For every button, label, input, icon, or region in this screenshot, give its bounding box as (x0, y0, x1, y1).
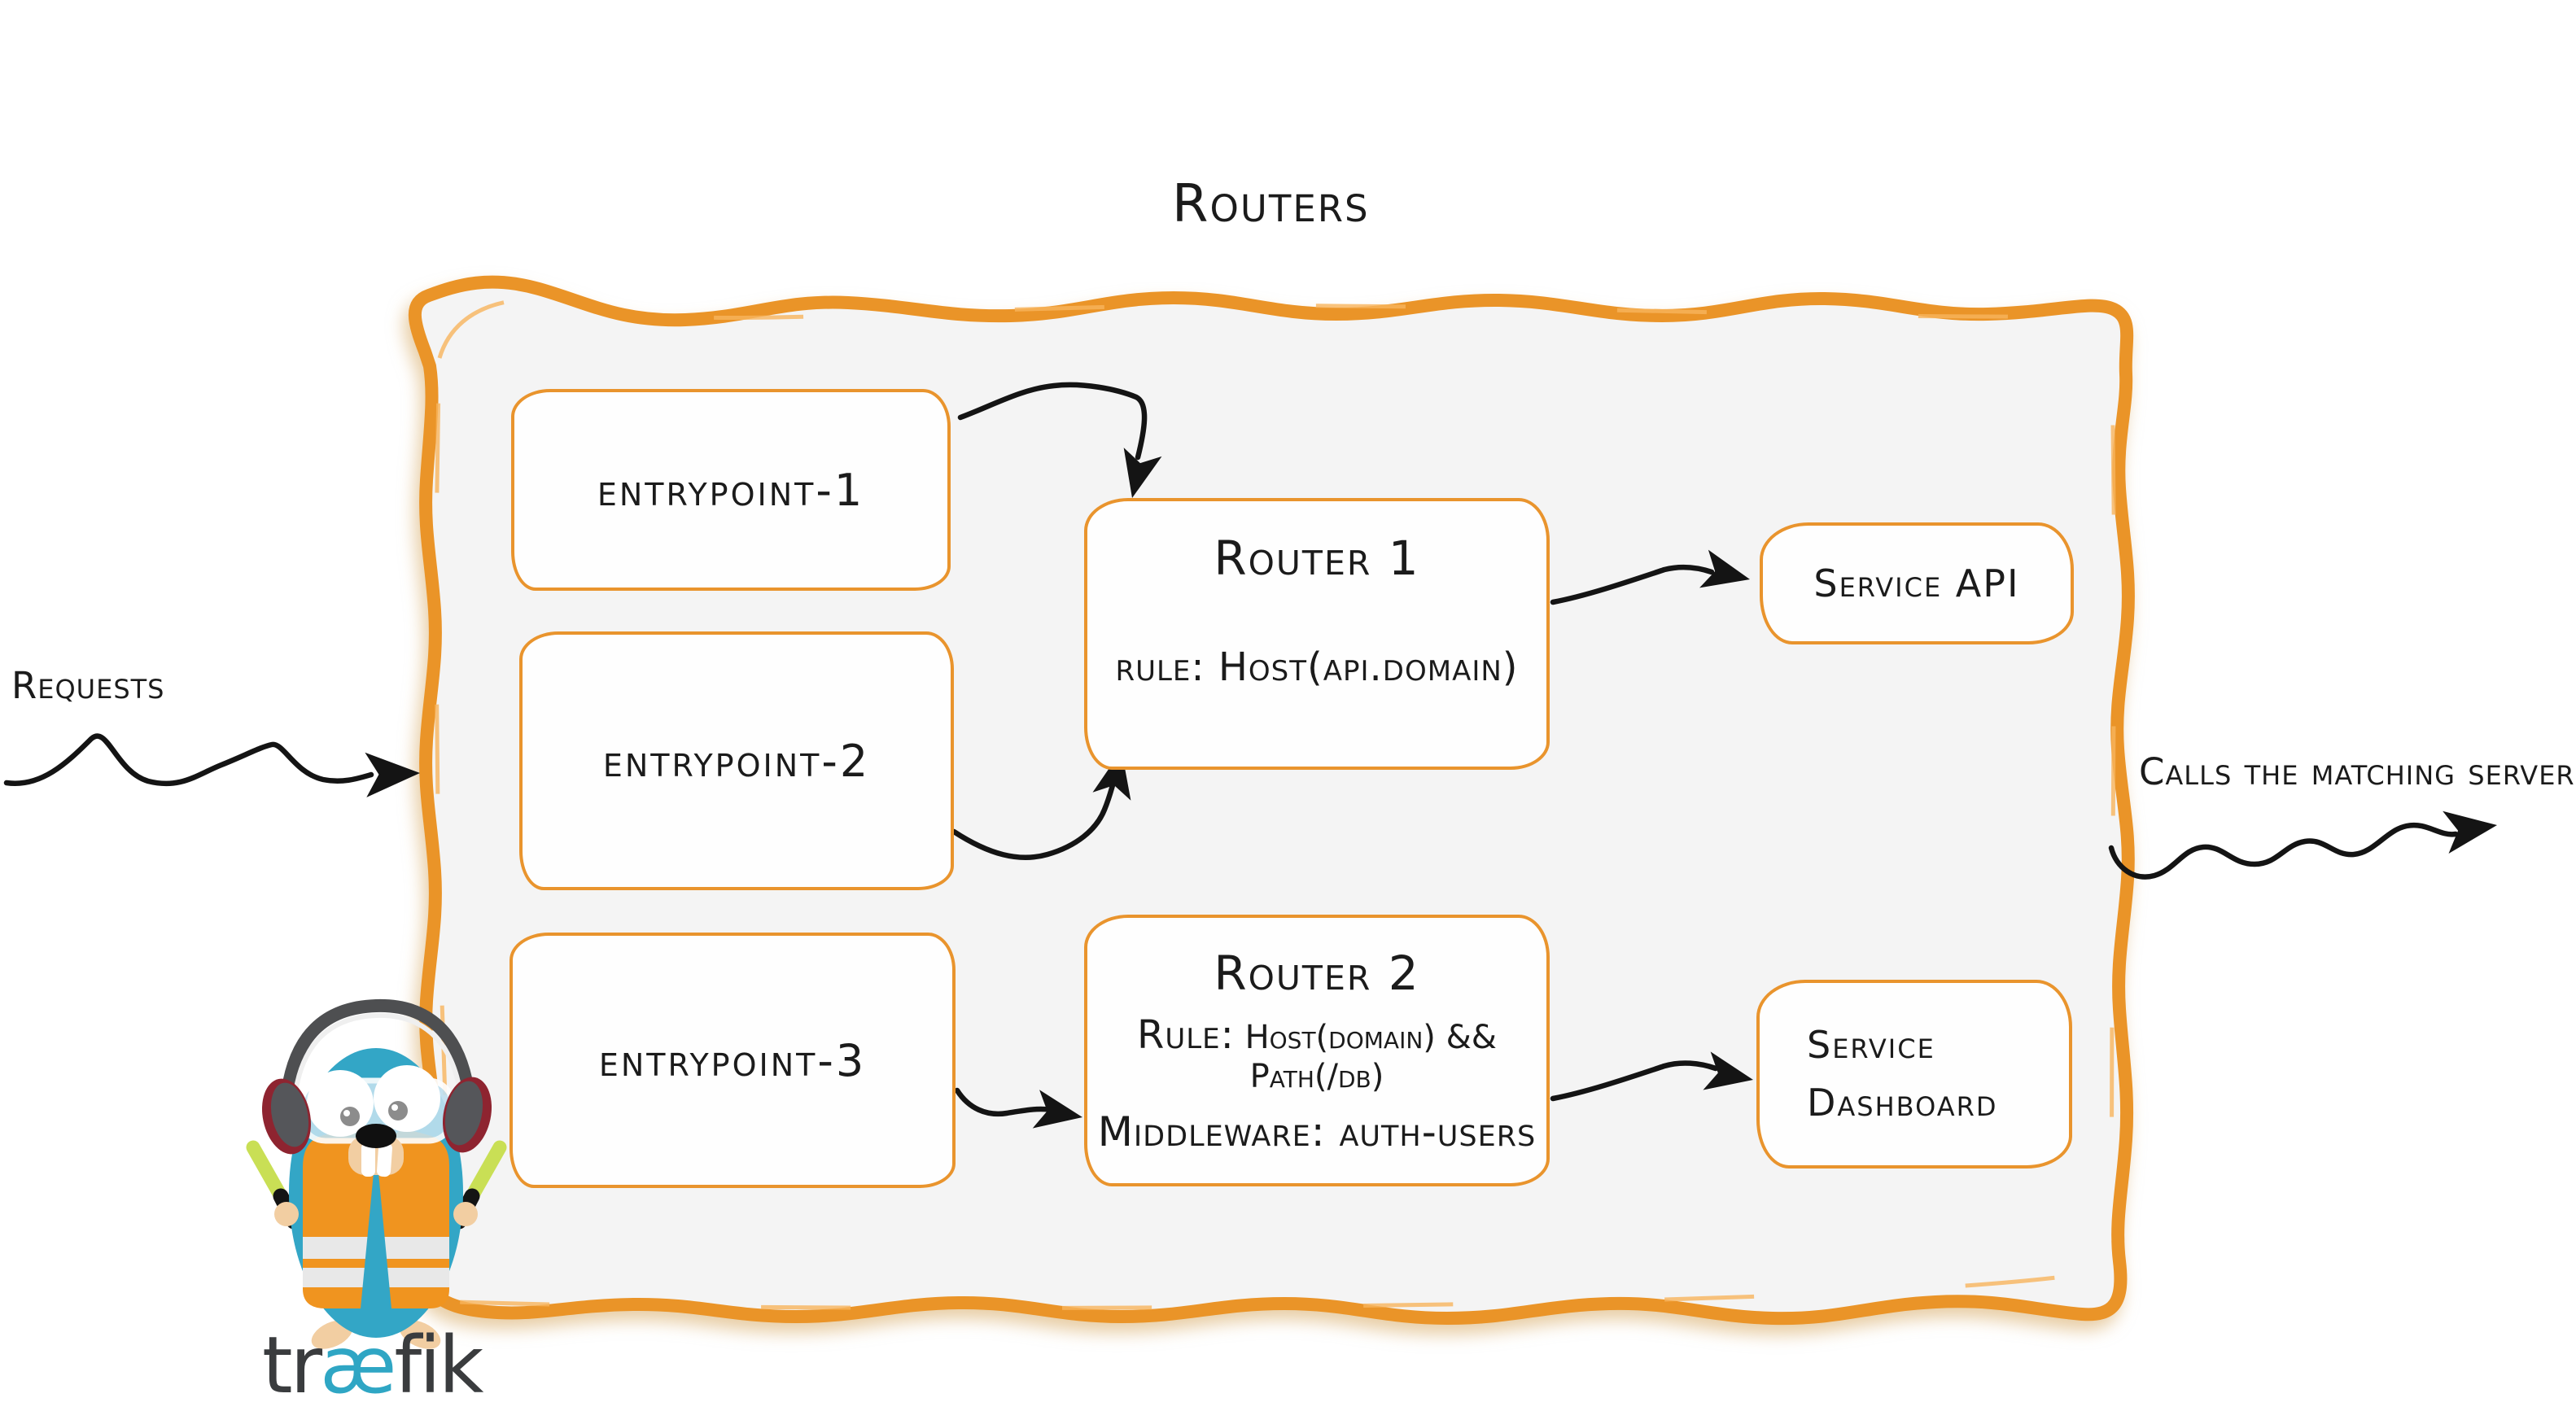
entrypoint-2-label: entrypoint-2 (602, 735, 871, 787)
node-entrypoint-3: entrypoint-3 (510, 933, 956, 1188)
wordmark-part1: tr (262, 1320, 322, 1411)
service-dashboard-label: Service Dashboard (1807, 1022, 1998, 1125)
entrypoint-1-label: entrypoint-1 (597, 464, 865, 516)
router-1-title: Router 1 (1214, 531, 1420, 586)
diagram-title: Routers (1172, 174, 1370, 234)
node-router-1: Router 1 rule: Host(api.domain) (1084, 498, 1550, 770)
router-2-middleware: Middleware: auth-users (1097, 1108, 1537, 1155)
node-entrypoint-1: entrypoint-1 (511, 389, 951, 591)
entrypoint-3-label: entrypoint-3 (598, 1034, 867, 1086)
requests-label: Requests (11, 664, 165, 707)
arrow-entrypoint2-router1 (951, 746, 1141, 861)
arrow-entrypoint1-router1 (957, 382, 1162, 503)
light-stick-left (246, 1140, 288, 1204)
router-2-title: Router 2 (1214, 946, 1420, 1001)
traefik-wordmark: træfik (262, 1320, 483, 1411)
node-service-dashboard: Service Dashboard (1756, 980, 2072, 1169)
calls-matching-server-label: Calls the matching server (2139, 750, 2575, 793)
service-api-label: Service API (1813, 561, 2020, 605)
arrow-router2-servicedashboard (1550, 1051, 1757, 1102)
node-service-api: Service API (1760, 522, 2074, 644)
router-2-rule-value: Host(domain) && Path(/db) (1244, 1019, 1497, 1095)
router-2-rule-key: Rule: (1137, 1012, 1235, 1058)
mascot-headphones (280, 998, 475, 1101)
node-entrypoint-2: entrypoint-2 (519, 631, 954, 890)
traefik-mascot (246, 998, 507, 1349)
arrow-calls-matching-server (2108, 803, 2500, 880)
arrow-router1-serviceapi (1550, 549, 1755, 605)
router-2-rule: Rule: Host(domain) && Path(/db) (1087, 1012, 1546, 1095)
wordmark-part3: fik (394, 1320, 483, 1411)
arrow-requests (3, 733, 421, 797)
wordmark-part2: æ (320, 1320, 396, 1411)
light-stick-right (465, 1140, 507, 1204)
arrows (3, 382, 2500, 1137)
mascot-nose (356, 1124, 396, 1148)
node-router-2: Router 2 Rule: Host(domain) && Path(/db)… (1084, 915, 1550, 1186)
arrow-entrypoint3-router2 (954, 1087, 1087, 1137)
router-1-rule: rule: Host(api.domain) (1115, 644, 1519, 690)
